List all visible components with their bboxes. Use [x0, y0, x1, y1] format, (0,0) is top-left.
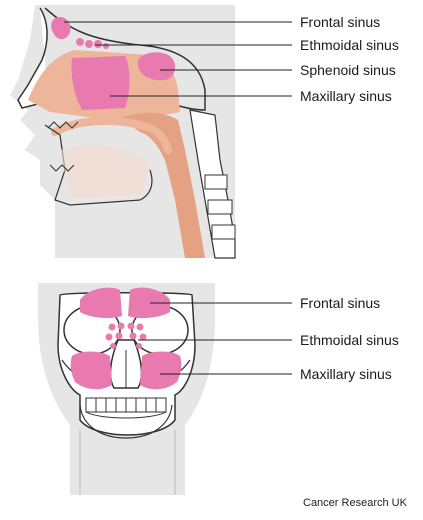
- front-frontal-sinus-label: Frontal sinus: [300, 295, 380, 311]
- front-maxillary-sinus-label: Maxillary sinus: [300, 366, 392, 382]
- side-vertebra-1: [205, 175, 227, 189]
- front-view-head: [38, 283, 215, 495]
- front-teeth: [86, 398, 166, 418]
- side-vertebra-2: [208, 200, 232, 214]
- side-maxillary-sinus: [71, 56, 129, 110]
- side-sphenoid-sinus-label: Sphenoid sinus: [300, 62, 396, 78]
- side-frontal-sinus-label: Frontal sinus: [300, 14, 380, 30]
- credit-text: Cancer Research UK: [303, 497, 407, 509]
- side-ethmoidal-sinus-label: Ethmoidal sinus: [300, 37, 399, 53]
- side-maxillary-sinus-label: Maxillary sinus: [300, 88, 392, 104]
- side-view-head: [10, 5, 235, 258]
- front-ethmoidal-sinus-label: Ethmoidal sinus: [300, 332, 399, 348]
- side-vertebra-3: [212, 225, 235, 239]
